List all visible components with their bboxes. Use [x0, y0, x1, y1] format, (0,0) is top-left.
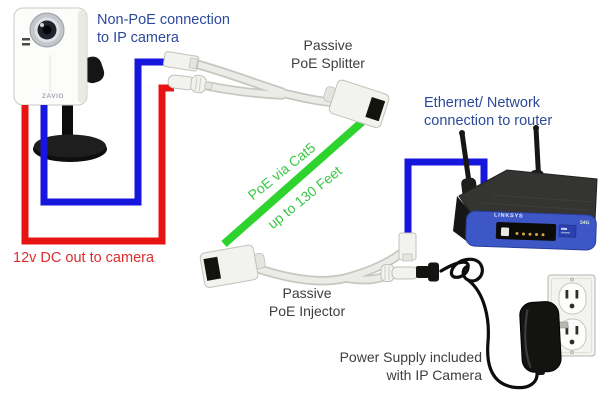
label-ethernet-connection: Ethernet/ Network connection to router	[424, 95, 553, 130]
splitter-dc-plug	[167, 74, 213, 94]
splitter-rj45-plug	[162, 51, 200, 72]
router	[453, 125, 598, 251]
label-power-supply: Power Supply included with IP Camera	[339, 349, 482, 383]
camera-mic-slot	[22, 38, 30, 41]
power-supply-adapter	[519, 301, 562, 376]
router-status-leds	[515, 232, 545, 237]
power-cord	[416, 257, 539, 390]
camera-stand-pole	[62, 98, 73, 150]
poe-injector	[199, 232, 419, 288]
camera-brand-label: ZAVIO	[42, 93, 64, 100]
router-brand-label: LINKSYS	[493, 212, 524, 220]
poe-splitter	[162, 51, 390, 129]
label-non-poe-connection: Non-PoE connection to IP camera	[97, 12, 230, 47]
outlet-socket-top	[558, 282, 587, 315]
non-poe-ethernet-cable	[40, 58, 168, 206]
injector-dc-jack	[380, 264, 419, 282]
router-model-plate	[558, 224, 577, 238]
splitter-rj45-jack	[323, 79, 390, 129]
dc-power-cable	[21, 84, 174, 245]
router-ethernet-cable	[404, 158, 488, 250]
label-poe-injector: Passive PoE Injector	[268, 285, 346, 319]
router-port-strip	[495, 221, 557, 241]
ip-camera	[13, 7, 107, 162]
label-poe-splitter: Passive PoE Splitter	[291, 37, 365, 71]
label-12v-dc-out: 12v DC out to camera	[13, 250, 155, 266]
injector-rj45-jack	[199, 244, 266, 288]
router-badge-label: 54G	[579, 219, 590, 227]
cat5-poe-cable	[221, 119, 365, 247]
injector-rj45-plug	[398, 232, 417, 262]
